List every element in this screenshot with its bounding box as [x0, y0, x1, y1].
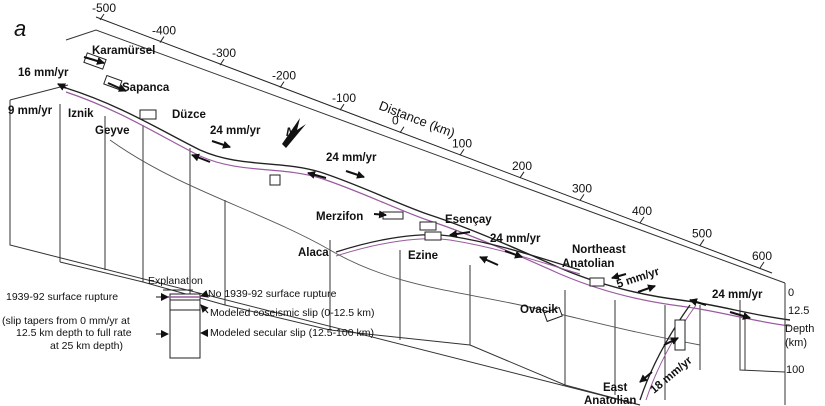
slip-arrows [57, 56, 751, 383]
distance-tick-mark [279, 81, 285, 88]
distance-tick-label: -400 [152, 24, 176, 38]
north-symbol: N [286, 125, 295, 139]
depth-scale: 0 12.5 Depth (km) 100 [784, 283, 814, 376]
depth-tick-0: 0 [788, 287, 794, 299]
legend-secular: Modeled secular slip (12.5-100 km) [210, 327, 374, 339]
legend-no-rupture: No 1939-92 surface rupture [208, 288, 337, 300]
label-esencay: Esençay [445, 214, 492, 226]
legend-title: Explanation [148, 275, 203, 287]
distance-tick-label: 500 [692, 226, 712, 240]
distance-tick-label: -200 [272, 69, 296, 83]
distance-tick-mark [519, 171, 525, 179]
label-sapanca: Sapanca [122, 82, 170, 94]
legend-note-2: 12.5 km depth to full rate [16, 327, 132, 339]
distance-tick-mark [159, 36, 165, 43]
label-alaca: Alaca [298, 247, 329, 259]
rate-24d: 24 mm/yr [712, 289, 763, 301]
label-iznik: Iznik [68, 108, 94, 120]
distance-tick-label: -500 [92, 1, 116, 15]
distance-axis-title: Distance (km) [377, 98, 457, 141]
distance-tick-label: -100 [332, 91, 356, 105]
distance-tick-mark [339, 103, 345, 111]
explanation-legend: Explanation 1939-92 surface rupture No 1… [2, 275, 375, 359]
depth-unit: (km) [785, 337, 807, 349]
distance-tick-label: 100 [452, 136, 472, 150]
legend-rupture: 1939-92 surface rupture [6, 291, 118, 303]
panel-label: a [14, 16, 26, 41]
label-ezine: Ezine [408, 250, 438, 262]
distance-tick-mark [699, 239, 705, 246]
distance-tick-label: 0 [392, 114, 399, 128]
depth-tick-100: 100 [786, 364, 804, 376]
rate-9: 9 mm/yr [8, 105, 53, 117]
distance-tick-mark [459, 148, 465, 156]
label-east-anatolian: Anatolian [584, 395, 636, 406]
label-merzifon: Merzifon [316, 211, 363, 223]
rate-24c: 24 mm/yr [490, 233, 541, 245]
label-ovacik: Ovacik [520, 304, 558, 316]
distance-tick-label: 300 [572, 181, 592, 195]
distance-tick-mark [219, 58, 225, 66]
label-duzce: Düzce [172, 109, 206, 121]
label-geyve: Geyve [95, 125, 130, 137]
distance-tick-mark [399, 126, 405, 134]
distance-tick-mark [759, 261, 765, 269]
distance-tick-mark [579, 194, 585, 201]
label-northeast: Northeast [572, 244, 626, 256]
label-east: East [603, 382, 627, 394]
distance-tick-mark [639, 216, 645, 224]
depth-title: Depth [785, 323, 814, 335]
legend-coseismic: Modeled coseismic slip (0-12.5 km) [210, 307, 375, 319]
legend-note-3: at 25 km depth) [50, 340, 123, 352]
rate-24a: 24 mm/yr [210, 125, 261, 137]
rate-24b: 24 mm/yr [326, 152, 377, 164]
distance-tick-label: 400 [632, 204, 652, 218]
rate-16: 16 mm/yr [18, 67, 69, 79]
place-labels: Karamürsel Sapanca Iznik Geyve Düzce Mer… [68, 45, 636, 406]
distance-tick-label: -300 [212, 46, 236, 60]
label-karamursel: Karamürsel [92, 45, 155, 57]
distance-tick-mark [99, 13, 105, 21]
label-northeast-anatolian: Anatolian [562, 258, 614, 270]
rupture-segments [83, 52, 686, 351]
north-arrow: N [282, 118, 306, 148]
distance-tick-label: 200 [512, 159, 532, 173]
legend-note-1: (slip tapers from 0 mm/yr at [2, 315, 130, 327]
distance-tick-label: 600 [752, 249, 772, 263]
depth-tick-12: 12.5 [788, 305, 809, 317]
